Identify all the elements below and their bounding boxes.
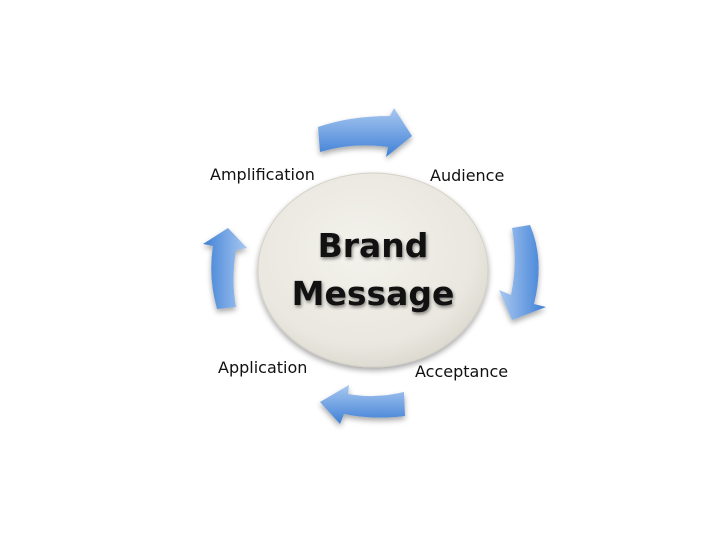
arrow-bottom-icon — [320, 385, 405, 424]
arrow-right-icon — [499, 225, 546, 320]
center-title: Brand Message — [258, 222, 488, 318]
arrow-left-icon — [203, 228, 247, 309]
center-title-line-2: Message — [291, 274, 455, 313]
center-circle — [257, 172, 489, 368]
center-title-line-1: Brand — [317, 226, 429, 265]
stage-label-amplification: Amplification — [210, 165, 315, 184]
stage-label-acceptance: Acceptance — [415, 362, 509, 381]
arrow-top-icon — [318, 108, 412, 157]
stage-label-application: Application — [218, 358, 308, 377]
stage-label-audience: Audience — [430, 166, 505, 185]
